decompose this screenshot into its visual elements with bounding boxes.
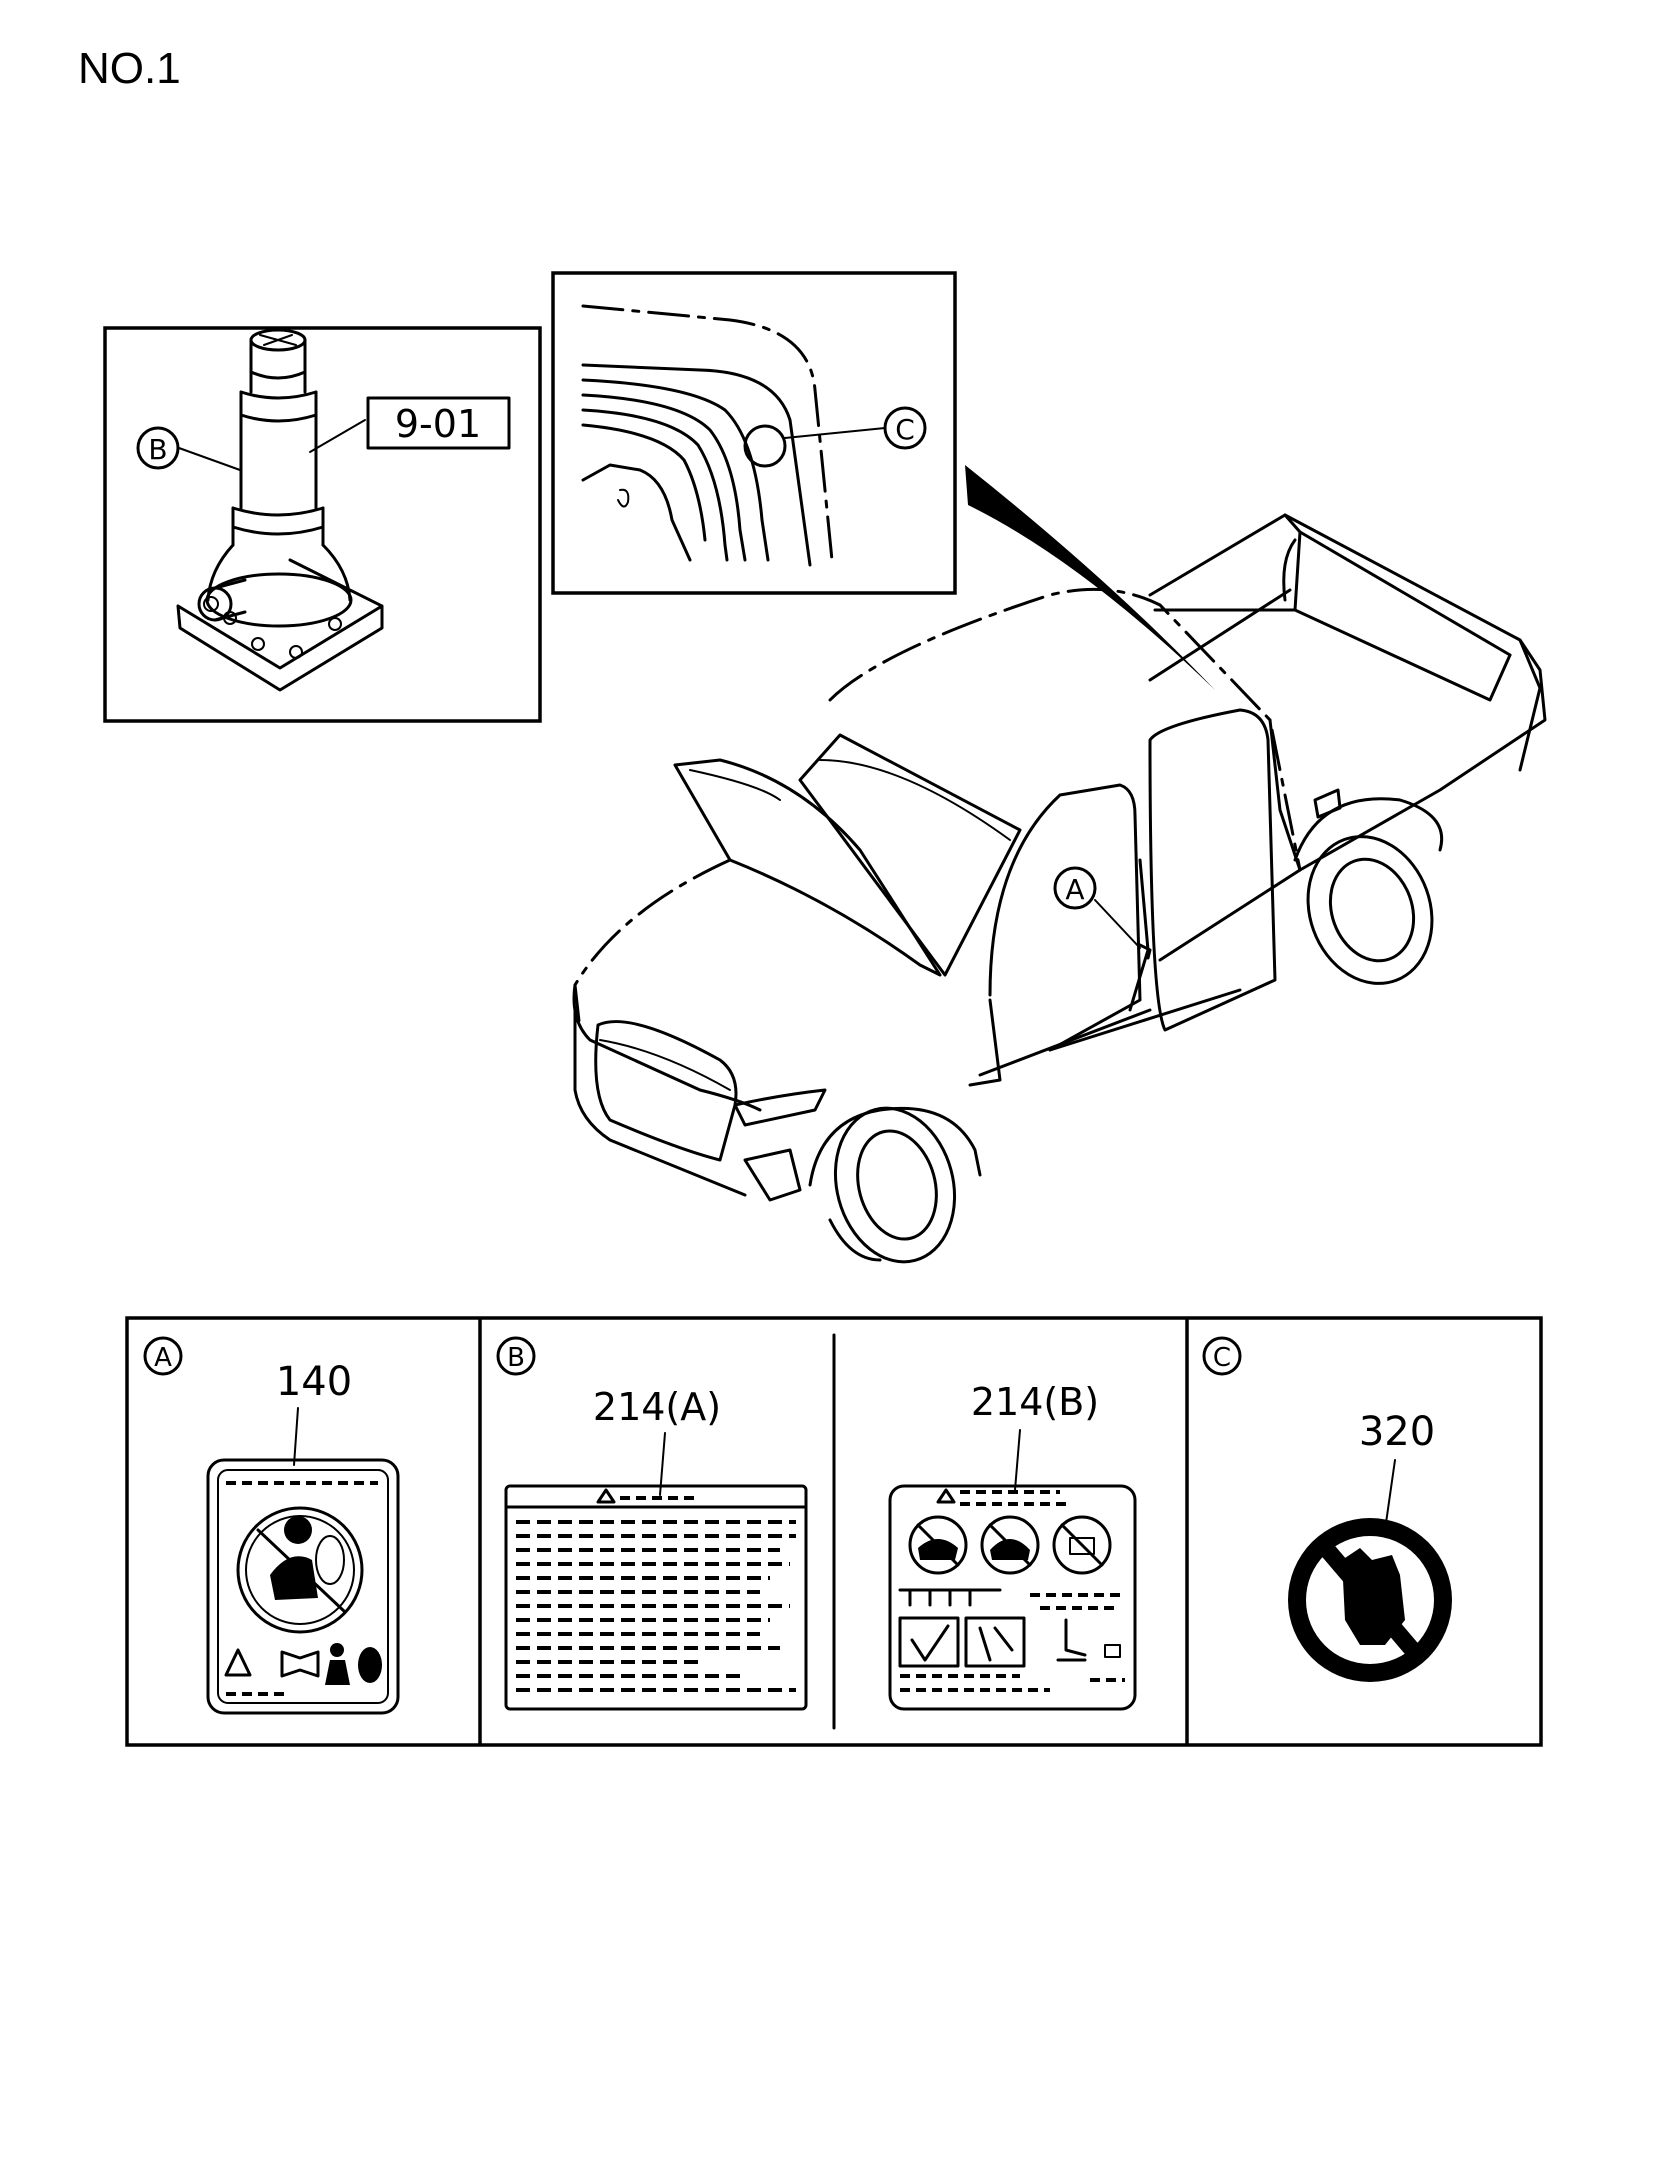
leader-c <box>784 427 886 439</box>
svg-text:9-01: 9-01 <box>395 402 481 446</box>
leader-a <box>1094 899 1141 949</box>
svg-text:A: A <box>1065 873 1084 906</box>
part-214a: 214(A) <box>593 1385 721 1429</box>
leader-9-01 <box>309 419 366 453</box>
svg-text:B: B <box>507 1343 525 1373</box>
jack-inset: B 9-01 <box>103 326 542 723</box>
panel-c: C 320 <box>1202 1336 1452 1682</box>
callout-c: C <box>883 406 927 450</box>
callout-a-truck: A <box>1053 866 1097 910</box>
label-table-frame <box>125 1316 1543 1747</box>
svg-text:C: C <box>1213 1343 1231 1373</box>
leader-b <box>178 447 241 471</box>
part-214b: 214(B) <box>971 1380 1099 1424</box>
tailgate-inset-frame <box>551 271 957 595</box>
part-320: 320 <box>1359 1409 1435 1455</box>
jack-instruction-label-b-icon <box>888 1484 1137 1711</box>
page-label: NO.1 <box>78 44 181 93</box>
part-140: 140 <box>276 1359 352 1405</box>
ref-box-9-01: 9-01 <box>366 396 511 450</box>
svg-text:C: C <box>895 413 915 446</box>
svg-text:B: B <box>148 433 167 466</box>
no-touch-sign-icon <box>1288 1518 1452 1682</box>
label-position-c-marker <box>743 424 787 468</box>
jack-inset-frame <box>103 326 542 723</box>
pickup-truck-icon: A <box>572 513 1547 1264</box>
panel-a: A 140 <box>143 1336 400 1715</box>
panel-b: B 214(A) 214 <box>496 1336 1137 1711</box>
label-table: A 140 B <box>125 1316 1543 1747</box>
svg-text:A: A <box>154 1343 172 1373</box>
jack-icon <box>176 328 384 692</box>
tailgate-inset: C <box>551 271 957 595</box>
airbag-warning-label-icon <box>206 1458 400 1715</box>
jack-instruction-label-a-icon <box>504 1484 808 1711</box>
inset-pointer <box>965 465 1215 690</box>
callout-b: B <box>136 426 180 470</box>
